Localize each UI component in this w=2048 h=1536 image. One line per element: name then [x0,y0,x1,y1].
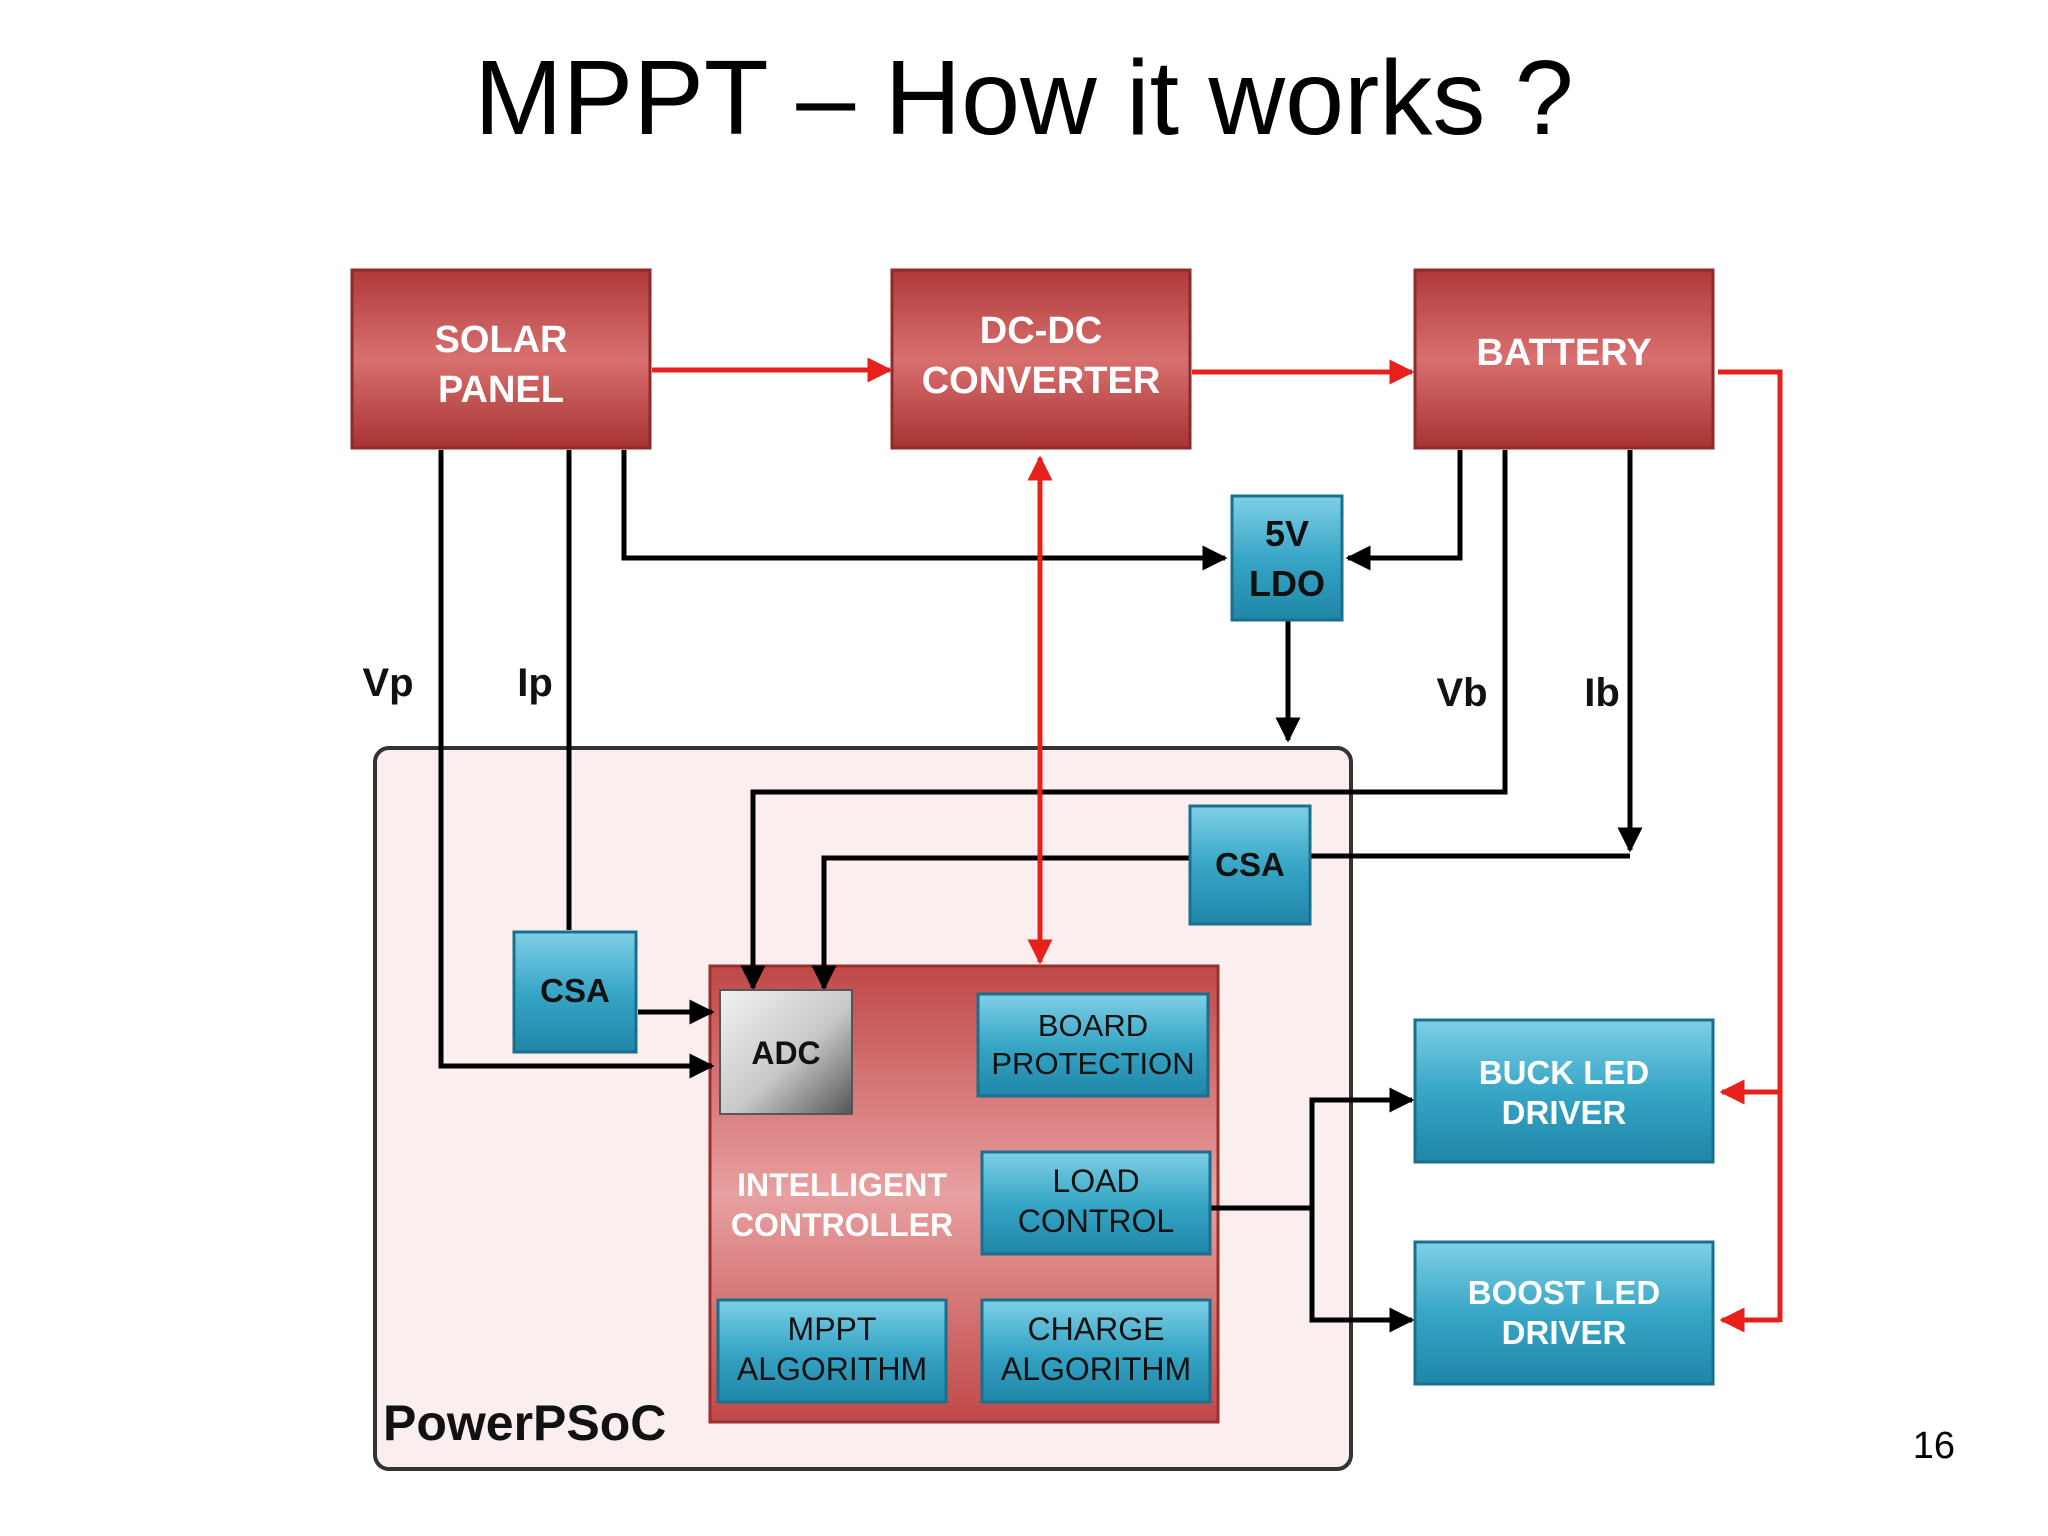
adc-label: ADC [751,1035,820,1071]
board-protection-block: BOARD PROTECTION [976,992,1210,1098]
powerpsoc-label: PowerPSoC [383,1395,666,1451]
load-control-label-2: CONTROL [1018,1203,1174,1239]
charge-algorithm-label-1: CHARGE [1028,1311,1165,1347]
buck-led-driver-block: BUCK LED DRIVER [1413,1018,1715,1164]
adc-block: ADC [719,989,853,1115]
power-battery-rail [1718,369,1783,1322]
power-lines [652,357,1783,1333]
buck-led-driver-label-2: DRIVER [1502,1094,1627,1131]
charge-algorithm-block: CHARGE ALGORITHM [980,1298,1212,1404]
wire-load-to-buck [1309,1087,1415,1208]
slide-title: MPPT – How it works ? [474,39,1574,157]
solar-panel-label-2: PANEL [438,369,564,411]
wire-vb [740,450,1508,991]
signal-label-ip: Ip [517,661,553,705]
buck-led-driver-label-1: BUCK LED [1479,1054,1650,1091]
csa-panel-label: CSA [540,972,610,1009]
mppt-algorithm-block: MPPT ALGORITHM [716,1298,948,1404]
dcdc-label-1: DC-DC [980,310,1102,352]
wire-load-to-boost [1309,1208,1415,1333]
boost-led-driver-block: BOOST LED DRIVER [1413,1240,1715,1386]
signal-label-vb: Vb [1436,671,1487,715]
solar-panel-block: SOLAR PANEL [350,268,652,450]
load-control-label-1: LOAD [1052,1163,1139,1199]
wire-csa-battery-to-adc [811,855,1190,991]
battery-block: BATTERY [1413,268,1715,450]
csa-panel-block: CSA [512,930,638,1054]
intelligent-controller-label-1: INTELLIGENT [737,1167,947,1203]
wire-vp [438,450,715,1079]
mppt-algorithm-label-2: ALGORITHM [737,1351,927,1387]
wire-battery-to-ldo [1345,450,1463,571]
csa-battery-block: CSA [1188,804,1312,926]
dcdc-label-2: CONVERTER [922,360,1161,402]
signal-lines [438,450,1643,1333]
ldo-block: 5V LDO [1230,494,1344,622]
csa-battery-label: CSA [1215,846,1285,883]
board-protection-label-2: PROTECTION [991,1046,1194,1081]
ldo-label-1: 5V [1265,513,1309,554]
mppt-algorithm-label-1: MPPT [788,1311,877,1347]
signal-label-ib: Ib [1584,671,1620,715]
solar-panel-label-1: SOLAR [435,319,568,361]
signal-label-vp: Vp [362,661,413,705]
ldo-label-2: LDO [1249,563,1325,604]
boost-led-driver-label-1: BOOST LED [1468,1274,1661,1311]
dcdc-converter-block: DC-DC CONVERTER [890,268,1192,450]
board-protection-label-1: BOARD [1038,1008,1148,1043]
charge-algorithm-label-2: ALGORITHM [1001,1351,1191,1387]
battery-label: BATTERY [1476,332,1651,374]
wire-panel-to-ldo [621,450,1228,571]
page-number: 16 [1912,1425,1955,1467]
boost-led-driver-label-2: DRIVER [1502,1314,1627,1351]
load-control-block: LOAD CONTROL [980,1150,1212,1256]
intelligent-controller-label-2: CONTROLLER [731,1207,953,1243]
